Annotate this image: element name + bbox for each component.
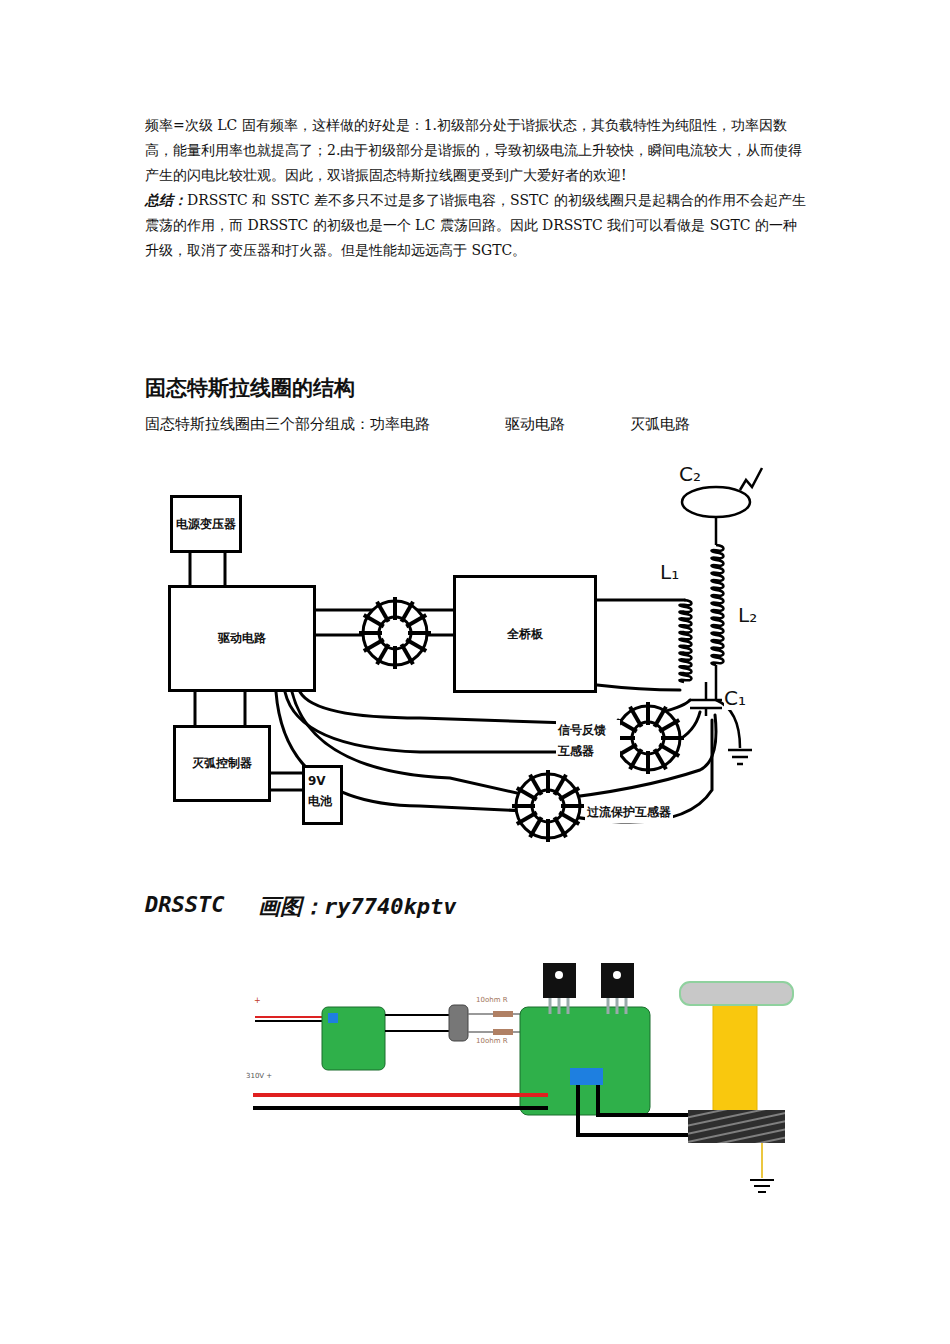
box-text: 驱动电路: [218, 630, 266, 647]
toroid-winding: [530, 775, 542, 795]
toroid-art: [359, 597, 684, 842]
resistor-label: 10ohm R: [476, 996, 508, 1004]
component-label: L₂: [738, 603, 757, 627]
component-label: L₁: [660, 560, 679, 584]
toroid-winding: [393, 646, 397, 669]
toroid-winding: [546, 770, 550, 793]
box-text: 9V 电池: [308, 771, 334, 811]
box-text: 全桥板: [507, 626, 543, 643]
box-text: 电源变压器: [176, 516, 236, 533]
toroid-winding: [512, 804, 535, 808]
part-name: 灭弧电路: [630, 415, 690, 434]
toroid-winding: [555, 817, 567, 837]
toroid-winding: [364, 640, 384, 652]
coil-winding: [679, 600, 691, 682]
wire-connector: [195, 692, 245, 725]
toroid-winding: [402, 644, 414, 664]
toroid-winding: [659, 745, 679, 757]
toroid-winding: [655, 707, 667, 727]
toroid-winding: [359, 631, 382, 635]
toroid-winding: [659, 720, 679, 732]
transformer-label: 过流保护互感器: [585, 802, 673, 823]
toroid-winding: [406, 615, 426, 627]
summary-text: DRSSTC 和 SSTC 差不多只不过是多了谐振电容，SSTC 的初级线圈只是…: [145, 192, 806, 258]
component-label: C₁: [724, 686, 746, 710]
drsstc-illustration: [253, 963, 793, 1192]
figure-heading: DRSSTC: [145, 892, 224, 917]
block-box: 灭弧控制器: [173, 725, 271, 802]
toroid-winding: [559, 813, 579, 825]
component-label: C₂: [679, 462, 701, 486]
toroid-winding: [555, 775, 567, 795]
toroid-winding: [530, 817, 542, 837]
toroid-winding: [559, 788, 579, 800]
intro-text: 固态特斯拉线圈由三个部分组成：功率电路: [145, 415, 430, 434]
toroid-winding: [377, 602, 389, 622]
toroid-winding: [646, 751, 650, 774]
toroid-winding: [561, 804, 584, 808]
wire-connector: [271, 773, 302, 790]
toroid-winding: [646, 702, 650, 725]
part-name: 驱动电路: [505, 415, 565, 434]
toroid-core: [612, 702, 684, 774]
block-box: 9V 电池: [302, 765, 343, 825]
summary-paragraph: 总结：DRSSTC 和 SSTC 差不多只不过是多了谐振电容，SSTC 的初级线…: [145, 188, 810, 263]
block-box: 全桥板: [453, 575, 597, 693]
toroid-winding: [393, 597, 397, 620]
coil-art: [679, 468, 762, 764]
toroid-winding: [364, 615, 384, 627]
toroid-winding: [377, 644, 389, 664]
transformer-label: 信号反馈 互感器: [556, 720, 620, 762]
toroid-winding: [517, 788, 537, 800]
section-heading: 固态特斯拉线圈的结构: [145, 374, 355, 402]
block-box: 电源变压器: [170, 495, 242, 553]
terminal-label: +: [254, 996, 261, 1005]
toroid-winding: [630, 749, 642, 769]
toroid-winding: [402, 602, 414, 622]
wire-connector: [190, 553, 225, 585]
summary-heading: 总结：: [145, 192, 187, 208]
toroid-core: [512, 770, 584, 842]
toroid-winding: [517, 813, 537, 825]
body-paragraph: 频率=次级 LC 固有频率，这样做的好处是：1.初级部分处于谐振状态，其负载特性…: [145, 113, 810, 263]
toroid-winding: [630, 707, 642, 727]
block-box: 驱动电路: [168, 585, 316, 692]
toroid-winding: [661, 736, 684, 740]
toroid-winding: [546, 819, 550, 842]
toroid-core: [359, 597, 431, 669]
voltage-label: 310V +: [246, 1072, 272, 1080]
toroid-winding: [408, 631, 431, 635]
resistor-label: 10ohm R: [476, 1037, 508, 1045]
figure-credit: 画图：ry7740kptv: [258, 892, 456, 922]
box-text: 灭弧控制器: [192, 755, 252, 772]
toroid-winding: [406, 640, 426, 652]
coil-winding: [711, 545, 723, 665]
paragraph-text: 频率=次级 LC 固有频率，这样做的好处是：1.初级部分处于谐振状态，其负载特性…: [145, 113, 810, 188]
toroid-winding: [655, 749, 667, 769]
